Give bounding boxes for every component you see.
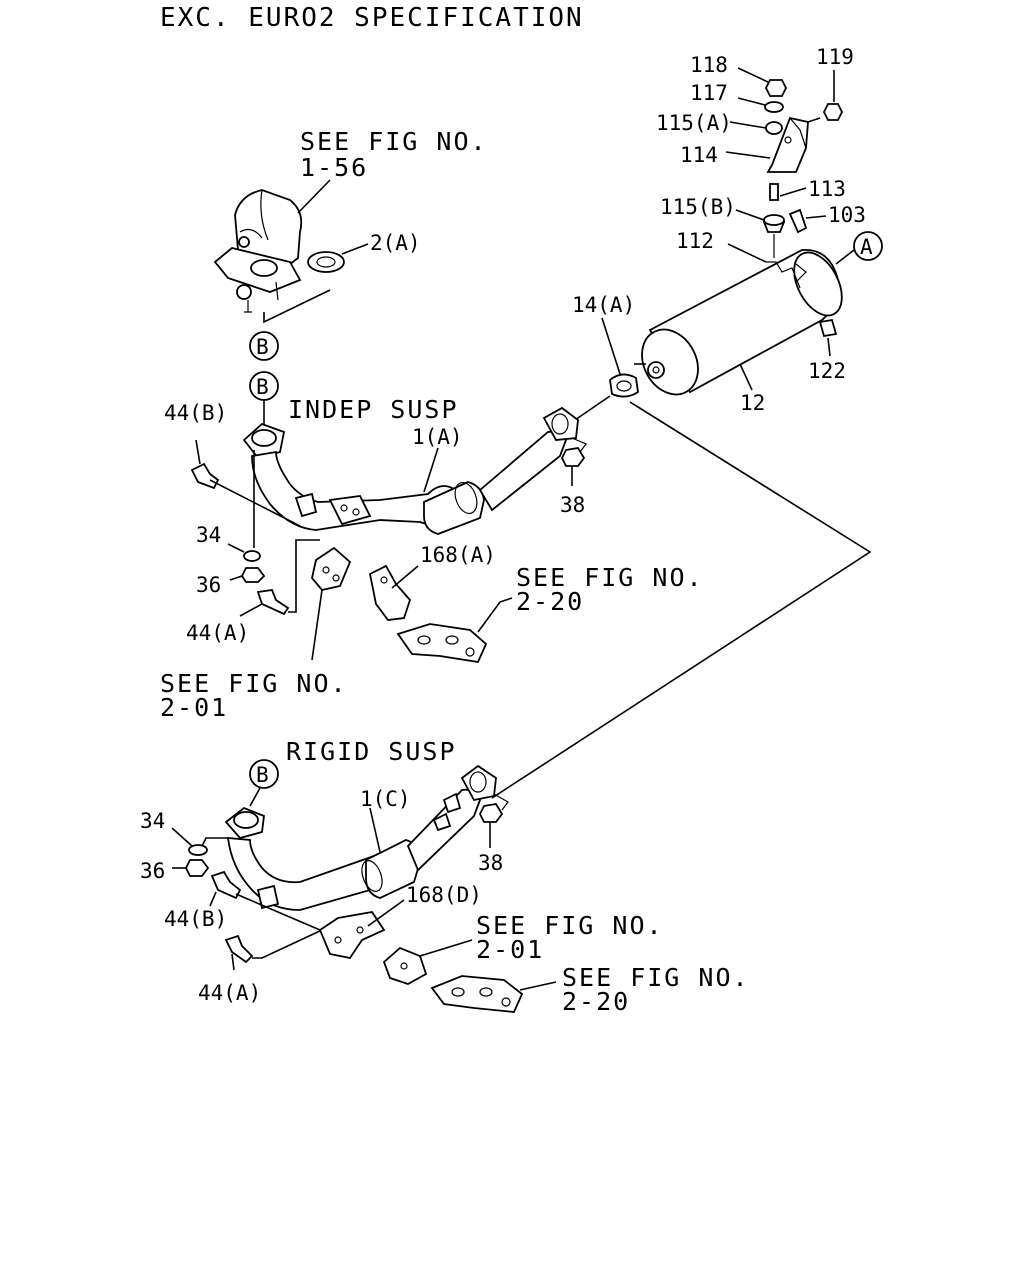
bracket-2-01-indep-drawing xyxy=(311,546,352,591)
nut-119-drawing xyxy=(822,103,844,121)
nut-38-indep-drawing xyxy=(560,447,586,467)
bolt-44a-rigid-drawing xyxy=(224,934,254,964)
bracket-168a-drawing xyxy=(368,564,412,621)
label-115b: 115(B) xyxy=(660,195,736,219)
label-44b-indep: 44(B) xyxy=(164,401,227,425)
nut-36-rigid-drawing xyxy=(184,859,210,877)
front-pipe-1a-drawing xyxy=(242,406,579,535)
crossmember-2-20-rigid-drawing xyxy=(430,975,524,1013)
ref-fig-2-01-rigid-line2: 2-01 xyxy=(476,935,544,964)
label-14a: 14(A) xyxy=(572,293,635,317)
bracket-114-drawing xyxy=(766,116,821,173)
gasket-14a-drawing xyxy=(609,373,639,398)
label-119: 119 xyxy=(816,45,854,69)
label-2a: 2(A) xyxy=(370,231,421,255)
ref-fig-2-01-indep-line1: SEE FIG NO. xyxy=(160,669,348,698)
ref-fig-1-56-line2: 1-56 xyxy=(300,153,368,182)
label-38-rigid: 38 xyxy=(478,851,503,875)
label-34-rigid: 34 xyxy=(140,809,165,833)
label-38-indep: 38 xyxy=(560,493,585,517)
bolt-44b-indep-drawing xyxy=(190,462,220,490)
collar-113-drawing xyxy=(769,183,779,201)
label-118: 118 xyxy=(690,53,728,77)
label-44a-rigid: 44(A) xyxy=(198,981,261,1005)
ref-fig-2-20-rigid-line2: 2-20 xyxy=(562,987,630,1016)
ref-fig-2-20-indep-line2: 2-20 xyxy=(516,587,584,616)
bolt-44a-indep-drawing xyxy=(256,589,290,616)
washer-117-drawing xyxy=(764,101,784,113)
label-44a-indep: 44(A) xyxy=(186,621,249,645)
label-168a: 168(A) xyxy=(420,543,496,567)
section-title-indep-susp: INDEP SUSP xyxy=(288,395,459,424)
callout-b-top-letter: B xyxy=(256,335,269,359)
callout-a-letter: A xyxy=(860,235,873,259)
label-168d: 168(D) xyxy=(406,883,482,907)
ref-fig-2-20-rigid-line1: SEE FIG NO. xyxy=(562,963,750,992)
label-36-indep: 36 xyxy=(196,573,221,597)
ref-fig-1-56-line1: SEE FIG NO. xyxy=(300,127,488,156)
ref-fig-2-01-rigid-line1: SEE FIG NO. xyxy=(476,911,664,940)
callout-b-rigid-letter: B xyxy=(256,763,269,787)
label-122: 122 xyxy=(808,359,846,383)
gasket-2a-drawing xyxy=(307,251,345,273)
bracket-2-01-rigid-drawing xyxy=(382,946,428,985)
rubber-115a-drawing xyxy=(765,121,783,135)
label-113: 113 xyxy=(808,177,846,201)
callout-b-top xyxy=(249,331,279,361)
nut-118-drawing xyxy=(764,79,788,97)
label-117: 117 xyxy=(690,81,728,105)
ref-fig-2-20-indep-line1: SEE FIG NO. xyxy=(516,563,704,592)
washer-34-rigid-drawing xyxy=(188,844,208,856)
washer-34-indep-drawing xyxy=(243,550,261,562)
label-44b-rigid: 44(B) xyxy=(164,907,227,931)
label-1c: 1(C) xyxy=(360,787,411,811)
bolt-44b-rigid-drawing xyxy=(210,870,242,900)
label-114: 114 xyxy=(680,143,718,167)
diagram-title: EXC. EURO2 SPECIFICATION xyxy=(160,3,584,33)
nut-36-indep-drawing xyxy=(240,567,266,583)
callout-b-indep-letter: B xyxy=(256,375,269,399)
crossmember-2-20-indep-drawing xyxy=(396,623,488,663)
callout-b-rigid xyxy=(249,759,279,789)
ref-fig-2-01-indep-line2: 2-01 xyxy=(160,693,228,722)
bolt-103-drawing xyxy=(788,208,808,234)
label-103: 103 xyxy=(828,203,866,227)
front-pipe-1c-drawing xyxy=(224,764,497,911)
label-112: 112 xyxy=(676,229,714,253)
exhaust-manifold-drawing xyxy=(213,189,303,313)
label-36-rigid: 36 xyxy=(140,859,165,883)
section-title-rigid-susp: RIGID SUSP xyxy=(286,737,457,766)
label-34-indep: 34 xyxy=(196,523,221,547)
nut-38-rigid-drawing xyxy=(478,803,504,823)
muffler-12-drawing xyxy=(634,249,843,396)
label-1a: 1(A) xyxy=(412,425,463,449)
bracket-168d-drawing xyxy=(318,911,386,960)
label-12: 12 xyxy=(740,391,765,415)
callout-a xyxy=(853,231,883,261)
label-115a: 115(A) xyxy=(656,111,732,135)
